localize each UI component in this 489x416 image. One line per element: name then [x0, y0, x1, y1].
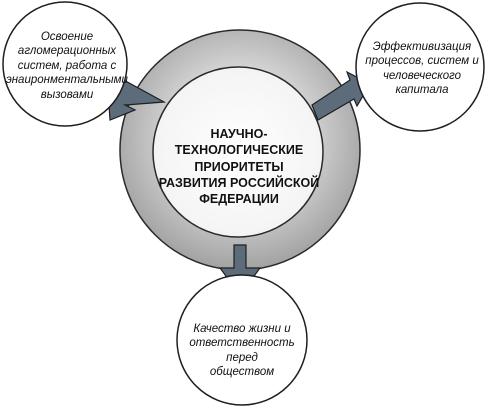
- node-bottom-line-3: обществом: [209, 366, 275, 379]
- center-line-3: РАЗВИТИЯ РОССИЙСКОЙ: [158, 175, 320, 190]
- node-top-right-label: Эффективизация процессов, систем и челов…: [360, 40, 484, 98]
- node-top-left-line-5: вызовами: [40, 88, 94, 101]
- node-top-right-line-2: процессов, систем и: [365, 55, 479, 68]
- node-bottom-line-2: ответственность перед: [189, 337, 295, 364]
- node-top-left-line-4: энаиронментальными: [6, 74, 128, 87]
- center-circle: [152, 66, 324, 238]
- center-line-2: ПРИОРИТЕТЫ: [194, 159, 284, 174]
- node-top-right-line-3: человеческого: [382, 69, 462, 82]
- node-bottom-line-1: Качество жизни и: [193, 323, 291, 335]
- node-top-left-line-1: Освоение: [40, 31, 94, 43]
- node-top-left-line-2: агломерационных: [17, 45, 117, 58]
- node-bottom-label: Качество жизни и ответственность перед о…: [172, 322, 312, 380]
- node-bottom-circle: [176, 274, 308, 406]
- node-top-right-circle: [355, 2, 485, 132]
- center-line-1: НАУЧНО-ТЕХНОЛОГИЧЕСКИЕ: [174, 127, 304, 158]
- node-top-left-circle: [2, 1, 128, 127]
- center-line-4: ФЕДЕРАЦИИ: [199, 192, 279, 206]
- node-top-left-line-3: систем, работа с: [17, 59, 117, 72]
- node-top-left-label: Освоение агломерационных систем, работа …: [6, 30, 128, 102]
- node-top-right-line-1: Эффективизация: [372, 41, 472, 53]
- node-top-right-line-4: капитала: [395, 84, 449, 97]
- center-label: НАУЧНО-ТЕХНОЛОГИЧЕСКИЕ ПРИОРИТЕТЫ РАЗВИТ…: [148, 126, 330, 207]
